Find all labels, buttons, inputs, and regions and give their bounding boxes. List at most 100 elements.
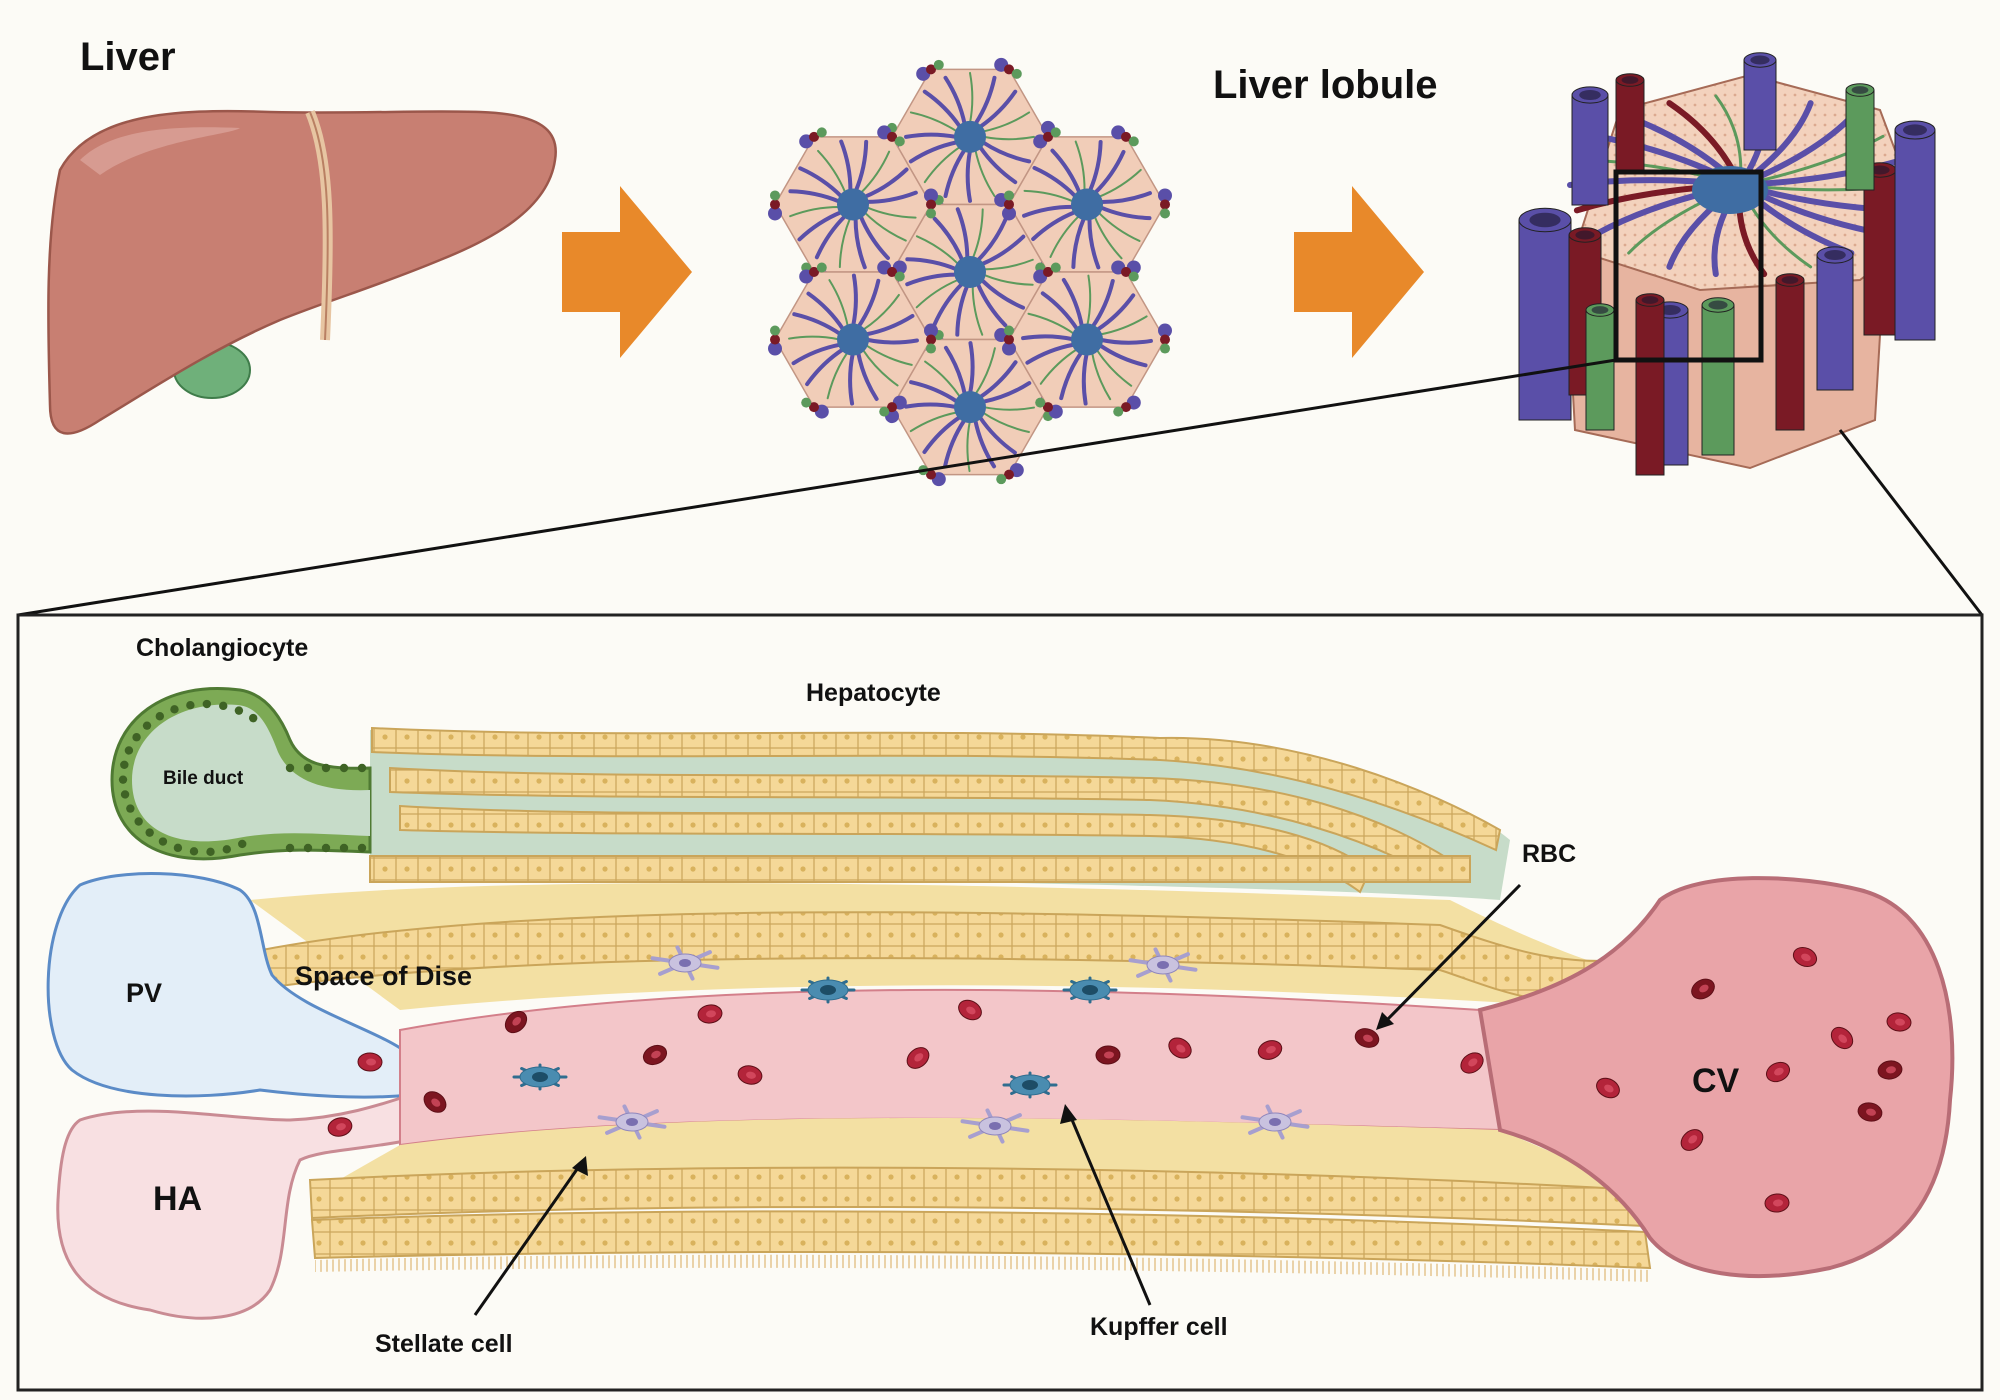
cholangiocyte-nucleus bbox=[234, 706, 244, 715]
cholangiocyte-nucleus bbox=[248, 713, 258, 723]
cholangiocyte-nucleus bbox=[321, 843, 331, 853]
zoom-connector-line bbox=[1838, 429, 1984, 616]
vessel-tube bbox=[1816, 246, 1854, 391]
red-blood-cell bbox=[1857, 1102, 1883, 1122]
red-blood-cell bbox=[327, 1117, 353, 1137]
vessel-tube bbox=[1635, 293, 1665, 476]
vessel-tube bbox=[1518, 207, 1572, 421]
red-blood-cell bbox=[1596, 1077, 1620, 1099]
bile-duct bbox=[110, 687, 372, 861]
cholangiocyte-nucleus bbox=[321, 763, 331, 773]
red-blood-cell bbox=[1680, 1129, 1704, 1151]
cholangiocyte-nucleus bbox=[238, 839, 247, 849]
space-of-dise-label: Space of Dise bbox=[295, 961, 472, 991]
liver-organ-illustration bbox=[47, 109, 557, 435]
cholangiocyte-nucleus bbox=[285, 843, 295, 853]
red-blood-cell bbox=[357, 1052, 383, 1072]
pv-label: PV bbox=[126, 978, 162, 1008]
upper-hepatocyte-plates bbox=[369, 726, 1510, 900]
cholangiocyte-nucleus bbox=[222, 845, 232, 854]
red-blood-cell bbox=[737, 1065, 763, 1085]
lobule-mosaic bbox=[768, 57, 1172, 487]
cholangiocyte-nucleus bbox=[303, 763, 313, 773]
red-blood-cell bbox=[697, 1004, 723, 1024]
red-blood-cell bbox=[1460, 1052, 1484, 1074]
kupffer-cell bbox=[800, 976, 856, 1004]
arrowhead-icon bbox=[1376, 1012, 1394, 1030]
cholangiocyte-nucleus bbox=[120, 790, 130, 799]
cholangiocyte-nucleus bbox=[186, 700, 195, 710]
stellate-cell bbox=[1240, 1104, 1310, 1140]
cholangiocyte-nucleus bbox=[219, 701, 228, 711]
vessel-tube bbox=[1615, 73, 1645, 171]
cholangiocyte-nucleus bbox=[206, 847, 215, 857]
rbc-pointer-arrow bbox=[1383, 883, 1522, 1024]
rbc-label: RBC bbox=[1522, 840, 1576, 868]
kupffer-cell bbox=[512, 1063, 568, 1091]
red-blood-cell bbox=[642, 1044, 668, 1066]
cholangiocyte-nucleus bbox=[132, 733, 141, 742]
hepatocyte-microvilli bbox=[315, 1254, 1652, 1282]
red-blood-cell bbox=[423, 1091, 447, 1113]
lobule-hexagon bbox=[1002, 260, 1172, 419]
kupffer-cell bbox=[1062, 976, 1118, 1004]
zoom-selection-box bbox=[1613, 169, 1764, 363]
red-blood-cell bbox=[1095, 1045, 1121, 1065]
kupffer-pointer-arrow bbox=[1068, 1114, 1152, 1306]
red-blood-cell bbox=[1877, 1060, 1903, 1080]
vessel-tube bbox=[1845, 83, 1875, 191]
kupffer-cell-label: Kupffer cell bbox=[1090, 1313, 1228, 1341]
bile-duct-label: Bile duct bbox=[163, 768, 244, 789]
stellate-cell-label: Stellate cell bbox=[375, 1330, 513, 1358]
cholangiocyte-nucleus bbox=[126, 804, 135, 813]
red-blood-cell bbox=[958, 999, 982, 1021]
cholangiocyte-nucleus bbox=[170, 705, 179, 714]
vessel-tube bbox=[1585, 303, 1615, 431]
stellate-cell bbox=[960, 1108, 1030, 1144]
vessel-tube bbox=[1743, 52, 1777, 151]
stellate-cell bbox=[1128, 947, 1198, 983]
cholangiocyte-nucleus bbox=[158, 837, 168, 846]
cholangiocyte-nucleus bbox=[303, 843, 313, 853]
cholangiocyte-nucleus bbox=[357, 843, 367, 853]
cholangiocyte-nucleus bbox=[120, 760, 129, 769]
vessel-tube bbox=[1701, 297, 1735, 456]
lobule-hexagon bbox=[885, 328, 1055, 487]
lobule-hexagon bbox=[768, 125, 938, 284]
stellate-cell bbox=[597, 1104, 667, 1140]
hepatocyte-label: Hepatocyte bbox=[806, 679, 941, 707]
stellate-pointer-arrow bbox=[473, 1164, 582, 1316]
hepatocyte-plate-lower bbox=[310, 1210, 1652, 1270]
cholangiocyte-nucleus bbox=[357, 763, 367, 773]
red-blood-cell bbox=[1765, 1061, 1791, 1083]
red-blood-cell bbox=[1691, 978, 1715, 1000]
portal-vein bbox=[46, 872, 412, 1099]
cholangiocyte-nucleus bbox=[124, 746, 134, 755]
cholangiocyte-nucleus bbox=[285, 763, 295, 773]
liver-label: Liver bbox=[80, 35, 176, 79]
lobule-hexagon bbox=[768, 260, 938, 419]
cholangiocyte-nucleus bbox=[134, 817, 143, 826]
arrowhead-icon bbox=[1060, 1104, 1077, 1124]
stellate-cell bbox=[650, 945, 720, 981]
red-blood-cell bbox=[1257, 1040, 1283, 1060]
red-blood-cell bbox=[1764, 1193, 1790, 1213]
red-blood-cell bbox=[504, 1010, 528, 1034]
liver-lobule-label: Liver lobule bbox=[1213, 63, 1438, 107]
red-blood-cell bbox=[1354, 1028, 1380, 1048]
cholangiocyte-nucleus bbox=[118, 775, 128, 784]
vessel-tube bbox=[1571, 86, 1609, 206]
lobule-hexagon bbox=[1002, 125, 1172, 284]
arrow-right-icon bbox=[1294, 186, 1424, 358]
cholangiocyte-nucleus bbox=[339, 763, 349, 773]
hepatic-artery bbox=[56, 1092, 412, 1320]
red-blood-cell bbox=[906, 1047, 930, 1069]
vessel-tube bbox=[1863, 162, 1897, 336]
vessel-tube bbox=[1894, 120, 1936, 341]
red-blood-cell bbox=[1830, 1026, 1854, 1050]
red-blood-cell bbox=[1792, 946, 1818, 968]
cholangiocyte-nucleus bbox=[202, 699, 212, 709]
ha-label: HA bbox=[153, 1180, 202, 1218]
cv-label: CV bbox=[1692, 1062, 1740, 1100]
